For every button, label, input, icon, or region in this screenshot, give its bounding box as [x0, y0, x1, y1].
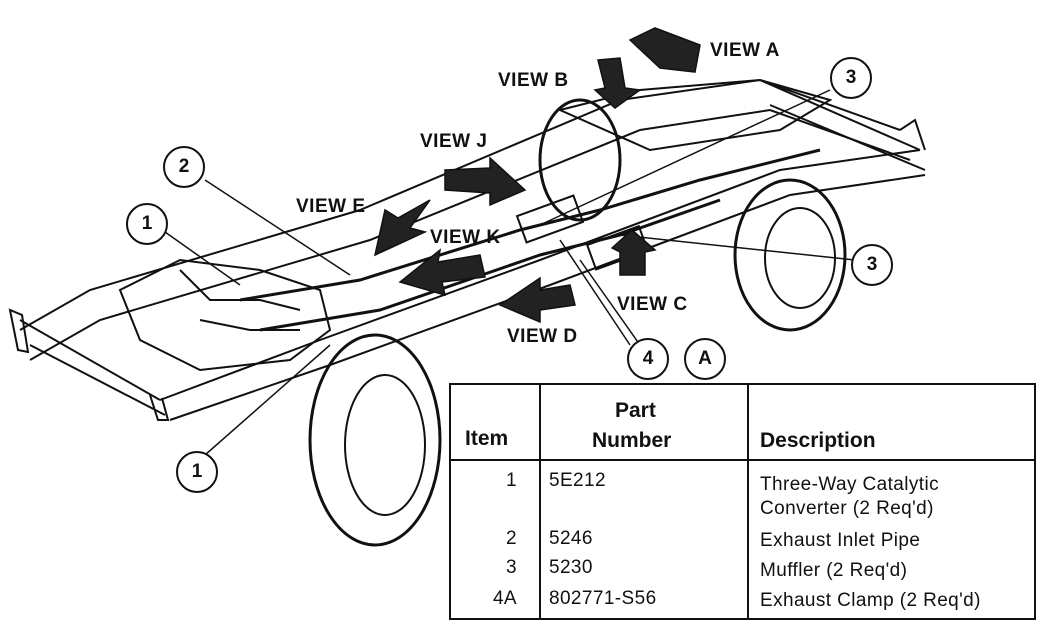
- view-a-arrow: [628, 27, 701, 73]
- front-wheel-tire: [308, 333, 442, 547]
- header-part-line2: Number: [592, 429, 672, 452]
- view-a-label: VIEW A: [710, 40, 780, 61]
- view-b-arrow: [593, 57, 642, 109]
- exhaust-pipe: [239, 148, 821, 302]
- callout-2: 2: [163, 146, 205, 188]
- frame-rail-left: [19, 78, 901, 331]
- front-wheel-rim: [344, 374, 426, 516]
- view-k-arrow: [398, 248, 486, 297]
- row-3-part: 5230: [549, 557, 593, 578]
- row-4-desc: Exhaust Clamp (2 Req'd): [760, 590, 981, 611]
- row-1-desc-line1: Three-Way Catalytic: [760, 474, 939, 495]
- front-crossmember: [8, 308, 170, 421]
- rear-wheel-left: [538, 98, 622, 222]
- view-c-arrow: [610, 228, 657, 276]
- rear-wheel-tire: [733, 178, 847, 332]
- exhaust-pipe-2: [259, 198, 721, 332]
- rear-wheel-rim: [764, 207, 836, 309]
- callout-3-right: 3: [851, 244, 893, 286]
- frame-rail-right-lower: [169, 174, 926, 421]
- view-d-arrow: [498, 276, 576, 324]
- view-b-label: VIEW B: [498, 70, 569, 91]
- row-3-desc: Muffler (2 Req'd): [760, 560, 908, 581]
- engine-block: [118, 258, 332, 372]
- parts-table: Item Part Number Description 1 5E212 Thr…: [449, 383, 1036, 620]
- row-2-part: 5246: [549, 528, 593, 549]
- row-3-item: 3: [506, 557, 517, 578]
- view-k-label: VIEW K: [430, 227, 501, 248]
- row-2-item: 2: [506, 528, 517, 549]
- header-item: Item: [465, 427, 509, 450]
- view-e-arrow: [373, 199, 431, 257]
- view-e-label: VIEW E: [296, 196, 366, 217]
- callout-4: 4: [627, 338, 669, 380]
- row-1-item: 1: [506, 470, 517, 491]
- frame-rail-right: [159, 149, 921, 401]
- row-1-desc-line2: Converter (2 Req'd): [760, 498, 934, 519]
- callout-1-top: 1: [126, 203, 168, 245]
- view-j-label: VIEW J: [420, 131, 488, 152]
- callout-1-bottom: 1: [176, 451, 218, 493]
- row-4-part: 802771-S56: [549, 588, 657, 609]
- rear-crossmember: [759, 79, 926, 171]
- row-2-desc: Exhaust Inlet Pipe: [760, 530, 921, 551]
- header-description: Description: [760, 429, 876, 452]
- view-d-label: VIEW D: [507, 326, 578, 347]
- callout-3-top: 3: [830, 57, 872, 99]
- view-j-arrow: [444, 156, 527, 207]
- row-4-item: 4A: [492, 588, 517, 609]
- header-part-line1: Part: [615, 399, 656, 422]
- callout-a: A: [684, 338, 726, 380]
- muffler-1: [515, 194, 585, 244]
- view-c-label: VIEW C: [617, 294, 688, 315]
- row-1-part: 5E212: [549, 470, 606, 491]
